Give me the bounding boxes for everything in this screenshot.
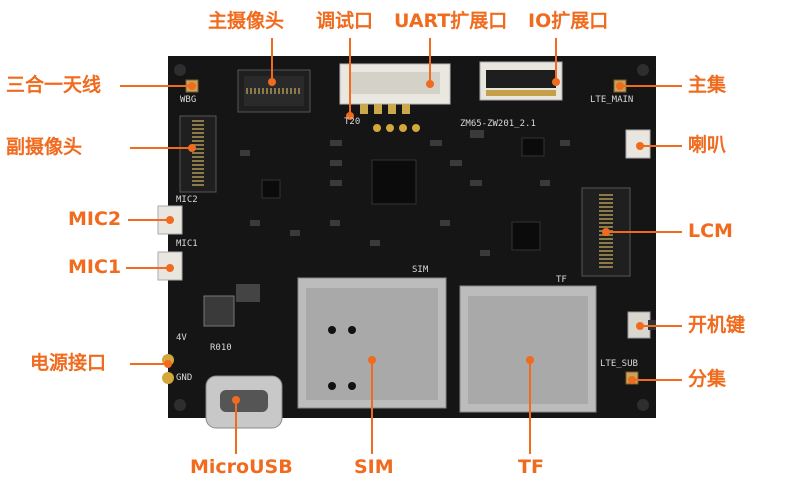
label-mic2: MIC2 — [68, 208, 122, 230]
label-speaker: 喇叭 — [688, 134, 727, 156]
inductor — [203, 295, 235, 327]
mount-hole — [174, 399, 186, 411]
label-sub-camera: 副摄像头 — [6, 136, 83, 158]
silk-board-model: ZM65-ZW201_2.1 — [460, 119, 536, 129]
leader-lines — [120, 38, 682, 454]
chip — [521, 137, 545, 157]
tf-socket — [459, 285, 597, 413]
label-main-camera: 主摄像头 — [208, 10, 285, 32]
label-main-antenna: 主集 — [688, 74, 727, 96]
capacitor — [236, 284, 260, 302]
label-diversity-antenna: 分集 — [688, 368, 727, 390]
silk-lte-main: LTE_MAIN — [590, 95, 634, 105]
smd-components — [240, 130, 570, 256]
label-power-port: 电源接口 — [30, 352, 107, 374]
label-mic1: MIC1 — [68, 256, 122, 278]
label-lcm: LCM — [688, 220, 733, 242]
main-chip — [371, 159, 417, 205]
main-camera-connector — [237, 69, 311, 113]
leader-dots — [164, 78, 644, 404]
chip — [511, 221, 541, 251]
silk-r010: R010 — [210, 343, 232, 353]
label-tf: TF — [518, 456, 544, 478]
silk-mic2: MIC2 — [176, 195, 198, 205]
silk-lte-sub: LTE_SUB — [600, 359, 638, 369]
silk-gnd: GND — [176, 373, 193, 383]
mount-hole — [174, 64, 186, 76]
label-power-key: 开机键 — [688, 314, 746, 336]
silk-wbg: WBG — [180, 95, 197, 105]
mic1-connector — [157, 251, 183, 281]
silk-sim: SIM — [412, 265, 429, 275]
mount-hole — [637, 399, 649, 411]
io-connector — [479, 61, 563, 101]
label-io-port: IO扩展口 — [528, 10, 609, 32]
power-pad — [162, 372, 174, 384]
label-micro-usb: MicroUSB — [190, 456, 293, 478]
mount-hole — [637, 64, 649, 76]
silk-vin: 4V — [176, 333, 187, 343]
label-triplex-antenna: 三合一天线 — [6, 74, 102, 96]
silk-mic1: MIC1 — [176, 239, 198, 249]
silk-t20: T20 — [344, 117, 361, 127]
label-uart-port: UART扩展口 — [394, 10, 508, 32]
chip — [261, 179, 281, 199]
sim-socket — [297, 277, 447, 409]
silk-tf: TF — [556, 275, 567, 285]
sub-camera-connector — [179, 115, 217, 193]
usb-connector — [205, 375, 283, 429]
label-sim: SIM — [354, 456, 394, 478]
label-debug-port: 调试口 — [316, 10, 374, 32]
